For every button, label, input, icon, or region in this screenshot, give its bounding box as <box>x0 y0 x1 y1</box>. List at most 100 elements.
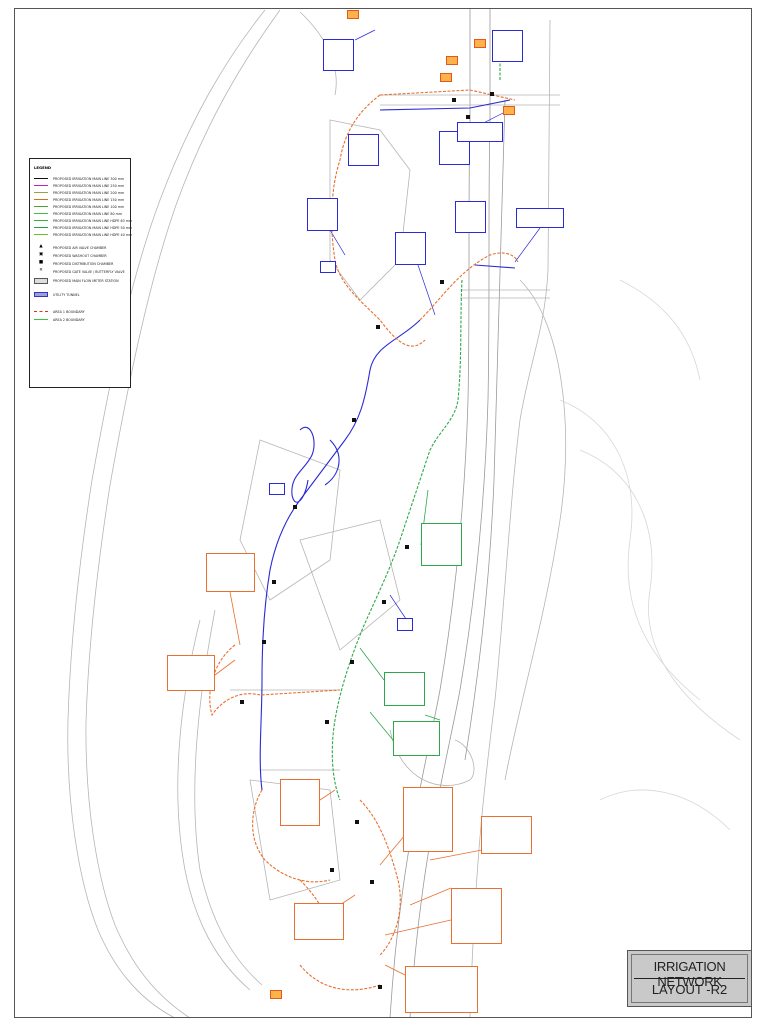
chamber-marker <box>352 418 356 422</box>
chamber-marker <box>490 92 494 96</box>
legend-item-label: PROPOSED IRRIGATION MAIN LINE HDPE 63 mm <box>53 219 133 223</box>
legend-item: ▣ PROPOSED WASHOUT CHAMBER <box>33 252 129 259</box>
green-callout-box <box>384 672 425 706</box>
green-irrigation-network <box>331 40 501 801</box>
blue-main-line <box>324 439 340 486</box>
base-map <box>67 8 741 1019</box>
legend-line-swatch <box>34 213 48 214</box>
revision-cloud-mark <box>270 990 282 999</box>
title-underline <box>634 978 745 979</box>
green-main-line <box>331 279 463 801</box>
highway <box>469 19 551 1019</box>
legend-item-label: PROPOSED IRRIGATION MAIN LINE HDPE 40 mm <box>53 233 133 237</box>
legend-item: AREA 1 BOUNDARY <box>33 309 129 315</box>
legend-title: LEGEND <box>34 165 52 170</box>
legend-item: PROPOSED IRRIGATION MAIN LINE 80 mm <box>33 211 129 217</box>
orange-callout-box <box>206 553 255 592</box>
legend-symbol-icon: ✕ <box>39 268 43 273</box>
legend-item-label: PROPOSED MAIN FLOW METER STATION <box>53 279 119 283</box>
legend-item: ■PROPOSED DISTRIBUTION CHAMBER <box>33 260 129 267</box>
legend-symbol-icon: ▣ <box>38 252 44 257</box>
contour-line <box>579 449 741 741</box>
legend-item: PROPOSED IRRIGATION MAIN LINE HDPE 63 mm <box>33 218 133 224</box>
legend-line-swatch <box>34 234 48 235</box>
blue-leader <box>417 264 436 316</box>
blue-callout-box <box>307 198 338 231</box>
legend-item-label: UTILITY TUNNEL <box>53 293 80 297</box>
legend-item-label: PROPOSED IRRIGATION MAIN LINE 80 mm <box>53 212 123 216</box>
blue-callout-box <box>323 39 354 71</box>
legend-item: ✕ PROPOSED GATE VALVE / BUTTERFLY VALVE <box>33 268 129 275</box>
blue-callout-box <box>455 201 486 233</box>
legend-item: PROPOSED IRRIGATION MAIN LINE HDPE 40 mm <box>33 232 133 238</box>
legend-line-swatch <box>34 185 48 186</box>
legend-box: LEGEND PROPOSED IRRIGATION MAIN LINE 300… <box>29 158 133 388</box>
legend-item-label: AREA 2 BOUNDARY <box>53 318 85 322</box>
blue-irrigation-network <box>259 29 541 791</box>
title-block-frame <box>631 954 748 1003</box>
orange-leader <box>429 849 483 861</box>
legend-line-swatch <box>34 206 48 207</box>
blue-callout-box <box>348 134 379 166</box>
legend-item: PROPOSED MAIN FLOW METER STATION <box>33 278 129 284</box>
legend-item-label: PROPOSED IRRIGATION MAIN LINE HDPE 50 mm <box>53 226 133 230</box>
legend-symbol-icon: ■ <box>38 260 44 265</box>
site-boundary-road <box>85 9 281 1019</box>
legend-item-label: PROPOSED IRRIGATION MAIN LINE 200 mm <box>53 191 125 195</box>
legend-line-swatch <box>34 227 48 228</box>
parcel <box>299 519 401 651</box>
chamber-marker <box>262 640 266 644</box>
blue-main-line <box>259 319 421 791</box>
chamber-marker <box>376 325 380 329</box>
legend-item: PROPOSED IRRIGATION MAIN LINE 300 mm <box>33 176 129 182</box>
green-leader <box>424 714 441 721</box>
green-leader <box>369 711 394 741</box>
chamber-marker <box>382 600 386 604</box>
legend-item: PROPOSED IRRIGATION MAIN LINE 100 mm <box>33 204 129 210</box>
revision-cloud-mark <box>446 56 458 65</box>
chamber-marker <box>272 580 276 584</box>
blue-callout-box <box>320 261 336 273</box>
blue-main-line <box>379 99 511 111</box>
contour-line <box>559 399 701 701</box>
chamber-marker <box>355 820 359 824</box>
contour-line <box>599 789 731 831</box>
legend-item-label: AREA 1 BOUNDARY <box>53 310 85 314</box>
orange-leader <box>229 591 241 646</box>
legend-item-label: PROPOSED IRRIGATION MAIN LINE 100 mm <box>53 205 125 209</box>
revision-cloud-mark <box>440 73 452 82</box>
orange-main-line <box>252 789 331 883</box>
blue-leader <box>329 229 346 256</box>
blue-main-line <box>474 264 516 269</box>
blue-callout-box <box>516 208 564 228</box>
legend-item-label: PROPOSED GATE VALVE / BUTTERFLY VALVE <box>53 270 125 274</box>
contour-line <box>619 279 701 381</box>
interchange <box>389 729 475 786</box>
highway <box>464 99 506 761</box>
chamber-marker <box>440 280 444 284</box>
legend-band-swatch <box>34 292 48 297</box>
title-block: IRRIGATION NETWORK LAYOUT -R2 <box>627 950 752 1007</box>
orange-callout-box <box>403 787 453 852</box>
chamber-marker <box>378 985 382 989</box>
revision-cloud-mark <box>503 106 515 115</box>
orange-callout-box <box>481 816 532 854</box>
orange-main-line <box>379 89 516 101</box>
blue-callout-box <box>395 232 426 265</box>
parcel <box>239 439 341 601</box>
chamber-marker <box>452 98 456 102</box>
chamber-marker <box>330 868 334 872</box>
drawing-subtitle: LAYOUT -R2 <box>651 982 728 997</box>
orange-leader <box>319 789 336 801</box>
chamber-marker <box>370 880 374 884</box>
legend-item: PROPOSED IRRIGATION MAIN LINE 250 mm <box>33 183 129 189</box>
legend-item-label: PROPOSED IRRIGATION MAIN LINE 300 mm <box>53 177 125 181</box>
orange-main-line <box>209 644 341 717</box>
legend-item: UTILITY TUNNEL <box>33 292 129 298</box>
blue-callout-box <box>269 483 285 495</box>
legend-item: AREA 2 BOUNDARY <box>33 317 129 323</box>
legend-item-label: PROPOSED WASHOUT CHAMBER <box>53 254 107 258</box>
blue-main-line <box>291 427 315 503</box>
chamber-marker <box>240 700 244 704</box>
